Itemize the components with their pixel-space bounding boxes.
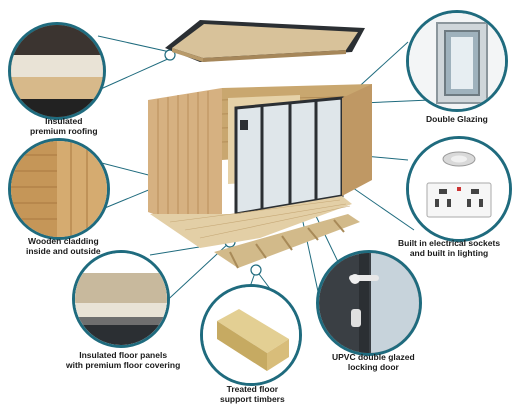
glazing-label: Double Glazing <box>426 114 488 124</box>
roofing-label: Insulated premium roofing <box>30 116 98 136</box>
glazing-callout <box>406 10 508 112</box>
roof-panel <box>165 20 365 62</box>
right-wall <box>342 84 372 196</box>
socket-light-icon <box>409 139 509 239</box>
electrics-callout <box>406 136 512 242</box>
glazed-front <box>234 96 344 216</box>
cladding-label: Wooden cladding inside and outside <box>26 236 101 256</box>
door-handle-icon <box>319 253 419 353</box>
left-wall <box>148 88 222 240</box>
roofing-callout <box>8 22 106 120</box>
cladding-callout <box>8 138 110 240</box>
electrics-label: Built in electrical sockets and built in… <box>398 238 501 258</box>
door-callout <box>316 250 422 356</box>
timbers-label: Treated floor support timbers <box>220 384 285 404</box>
wood-cladding-icon <box>11 141 107 237</box>
timber-beam-icon <box>203 287 299 383</box>
floor-panels-callout <box>72 250 170 348</box>
floor-timbers <box>214 214 360 269</box>
window-frame-icon <box>409 13 505 109</box>
floor-panel-icon <box>75 253 167 345</box>
floor-panels-label: Insulated floor panels with premium floo… <box>66 350 181 370</box>
timbers-callout <box>200 284 302 386</box>
floor-deck <box>150 196 352 248</box>
door-label: UPVC double glazed locking door <box>332 352 415 372</box>
roof-layers-icon <box>11 25 103 117</box>
